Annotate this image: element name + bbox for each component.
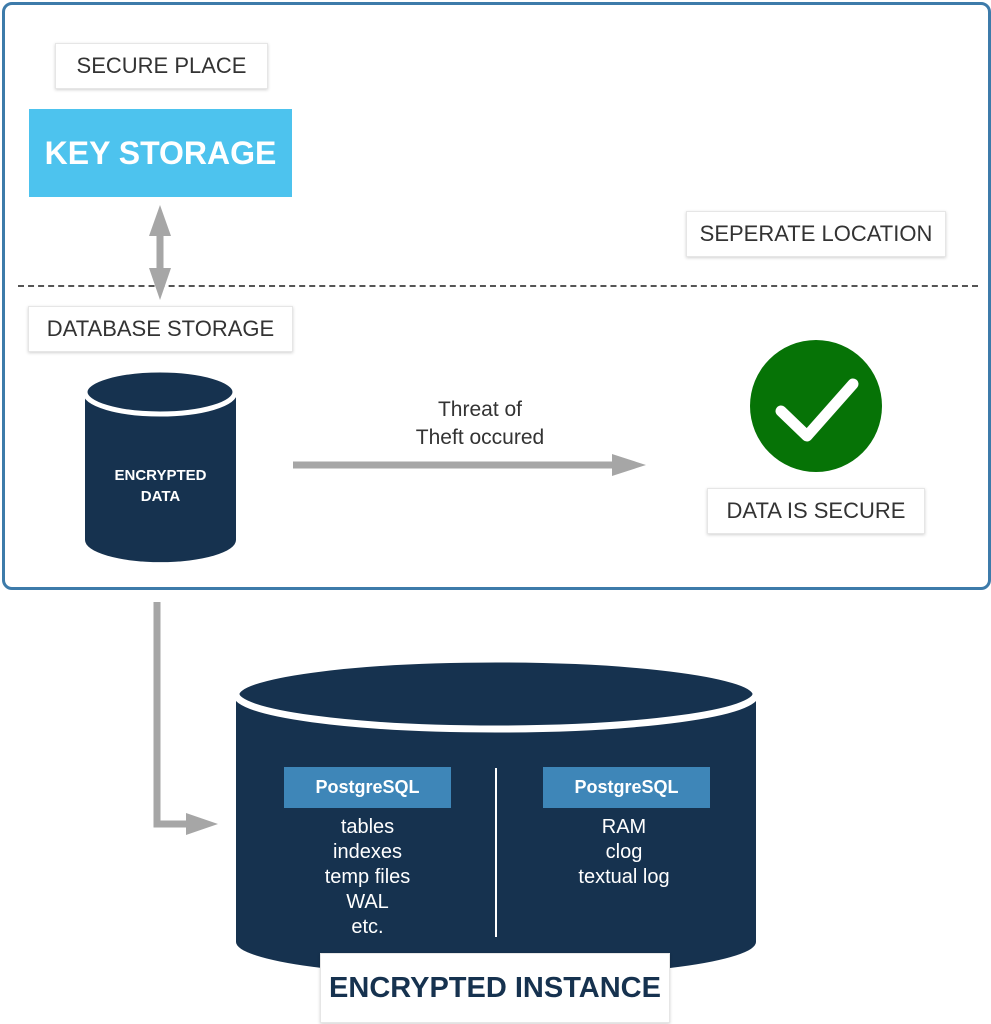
arrow-right-icon: [293, 454, 646, 476]
secure-place-label: SECURE PLACE: [55, 43, 268, 89]
key-storage-box: KEY STORAGE: [29, 109, 292, 197]
list-item: clog: [605, 841, 643, 863]
postgresql-badge-left: PostgreSQL: [284, 767, 451, 808]
check-circle-icon: [750, 340, 882, 472]
list-item: etc.: [351, 916, 384, 938]
list-item: RAM: [601, 816, 647, 838]
encrypted-instance-label: ENCRYPTED INSTANCE: [320, 953, 670, 1023]
list-item: textual log: [578, 866, 670, 888]
data-secure-label: DATA IS SECURE: [707, 488, 925, 534]
double-arrow-icon: [149, 205, 171, 300]
location-divider: [18, 285, 978, 287]
separate-location-label: SEPERATE LOCATION: [686, 211, 946, 257]
threat-label: Threat of Theft occured: [415, 398, 545, 449]
encrypted-data-cylinder: [82, 367, 238, 563]
list-item: indexes: [333, 841, 402, 863]
encrypted-data-label: ENCRYPTED DATA: [114, 467, 207, 505]
list-item: WAL: [346, 891, 389, 913]
encrypted-items-list-left: tables indexes temp files WAL etc.: [284, 815, 451, 940]
connector-arrow-icon: [153, 602, 218, 835]
postgresql-badge-right: PostgreSQL: [543, 767, 710, 808]
database-storage-label: DATABASE STORAGE: [28, 306, 293, 352]
encrypted-items-list-right: RAM clog textual log: [543, 815, 705, 890]
list-item: temp files: [324, 866, 411, 888]
list-item: tables: [340, 816, 395, 838]
encrypted-instance-cylinder: [232, 655, 760, 977]
